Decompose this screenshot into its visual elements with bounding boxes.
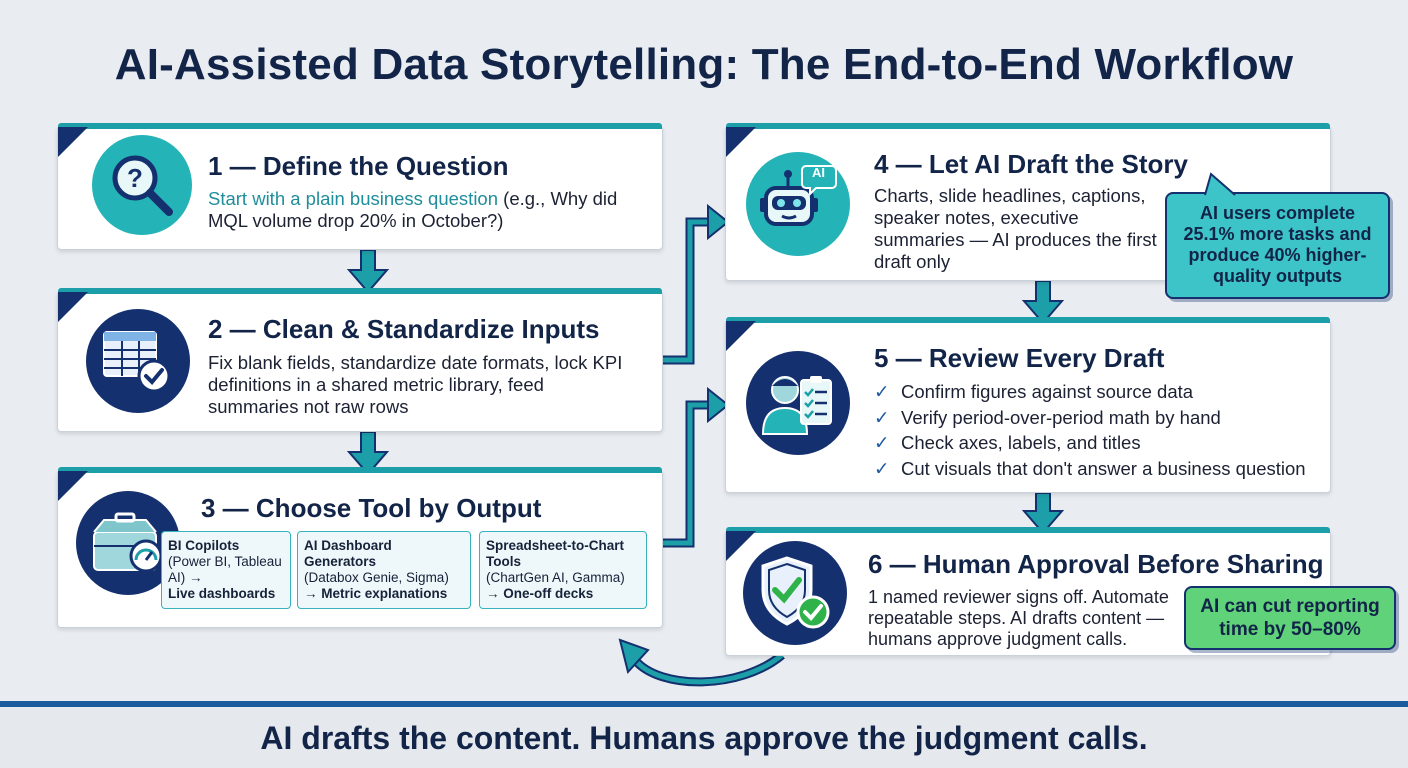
step-4-body: Charts, slide headlines, captions, speak… [874,185,1157,272]
checklist-item: ✓Cut visuals that don't answer a busines… [874,456,1306,482]
callout-ai-users: AI users complete 25.1% more tasks and p… [1165,172,1390,299]
check-icon: ✓ [874,381,890,402]
check-icon: ✓ [874,432,890,453]
card-corner [726,127,756,157]
tool-detail: (ChartGen AI, Gamma) [486,570,625,585]
footer-divider [0,701,1408,707]
tool-output: → One-off decks [486,586,594,601]
page-title: AI-Assisted Data Storytelling: The End-t… [114,40,1294,89]
step-3-title: 3 — Choose Tool by Output [201,493,542,523]
footer-tagline: AI drafts the content. Humans approve th… [260,720,1148,756]
step-2-title: 2 — Clean & Standardize Inputs [208,314,600,344]
check-icon: ✓ [874,406,890,428]
arrow-4-to-5 [1021,280,1065,325]
step-card-1: ? 1 — Define the Question Start with a p… [57,123,663,250]
checklist-item: ✓Check axes, labels, and titles [874,430,1306,456]
step-6-title: 6 — Human Approval Before Sharing [868,549,1324,579]
tool-detail: (Power BI, Tableau AI) → [168,554,282,585]
tool-name: AI Dashboard Generators [304,538,392,569]
step-1-body-rest: (e.g., Why did MQL volume drop 20% in Oc… [208,188,618,231]
tool-ai-dashboard-generators: AI Dashboard Generators (Databox Genie, … [297,531,471,609]
svg-text:?: ? [127,163,143,193]
card-accent-bar [58,288,662,294]
footer-band [0,707,1408,768]
tool-spreadsheet-to-chart: Spreadsheet-to-Chart Tools (ChartGen AI,… [479,531,647,609]
tool-name: Spreadsheet-to-Chart Tools [486,538,625,569]
callout-pointer [1204,172,1236,196]
arrow-5-to-6 [1021,492,1065,535]
robot-ai-icon: AI [746,152,850,256]
card-corner [726,531,756,561]
callout-reporting-time-text: AI can cut reporting time by 50–80% [1200,596,1380,640]
card-accent-bar [726,123,1330,129]
card-accent-bar [726,527,1330,533]
callout-ai-users-text: AI users complete 25.1% more tasks and p… [1183,203,1372,286]
step-4-title: 4 — Let AI Draft the Story [874,149,1188,179]
arrow-3-to-5 [662,400,712,548]
card-corner [726,321,756,351]
tool-output: → Metric explanations [304,586,448,601]
tool-detail: (Databox Genie, Sigma) [304,570,449,585]
card-accent-bar [58,123,662,129]
magnifier-question-icon: ? [92,135,192,235]
arrow-1-to-2 [346,249,390,294]
review-checklist: ✓Confirm figures against source data ✓Ve… [874,379,1306,481]
checklist-item: ✓Confirm figures against source data [874,379,1306,405]
spreadsheet-check-icon [86,309,190,413]
reviewer-checklist-icon [746,351,850,455]
step-5-title: 5 — Review Every Draft [874,343,1165,373]
card-corner [58,471,88,501]
step-1-highlight: Start with a plain business question [208,188,499,209]
step-card-2: 2 — Clean & Standardize Inputs Fix blank… [57,288,663,432]
step-6-body: 1 named reviewer signs off. Automate rep… [868,587,1169,649]
tool-output: Live dashboards [168,586,276,601]
tool-bi-copilots: BI Copilots (Power BI, Tableau AI) → Liv… [161,531,291,609]
step-2-body: Fix blank fields, standardize date forma… [208,352,623,417]
arrow-2-to-4 [662,217,712,365]
step-1-title: 1 — Define the Question [208,151,509,181]
robot-ai-label: AI [812,165,825,180]
checklist-item: ✓Verify period-over-period math by hand [874,405,1306,431]
callout-reporting-time: AI can cut reporting time by 50–80% [1184,586,1396,650]
step-card-3: 3 — Choose Tool by Output BI Copilots (P… [57,467,663,628]
card-accent-bar [726,317,1330,323]
step-card-5: 5 — Review Every Draft ✓Confirm figures … [725,317,1331,493]
arrow-2-to-3 [346,431,390,476]
check-icon: ✓ [874,457,890,479]
shield-check-icon [743,541,847,645]
card-corner [58,292,88,322]
card-accent-bar [58,467,662,473]
card-corner [58,127,88,157]
step-1-body: Start with a plain business question (e.… [208,188,628,232]
tool-name: BI Copilots [168,538,240,553]
